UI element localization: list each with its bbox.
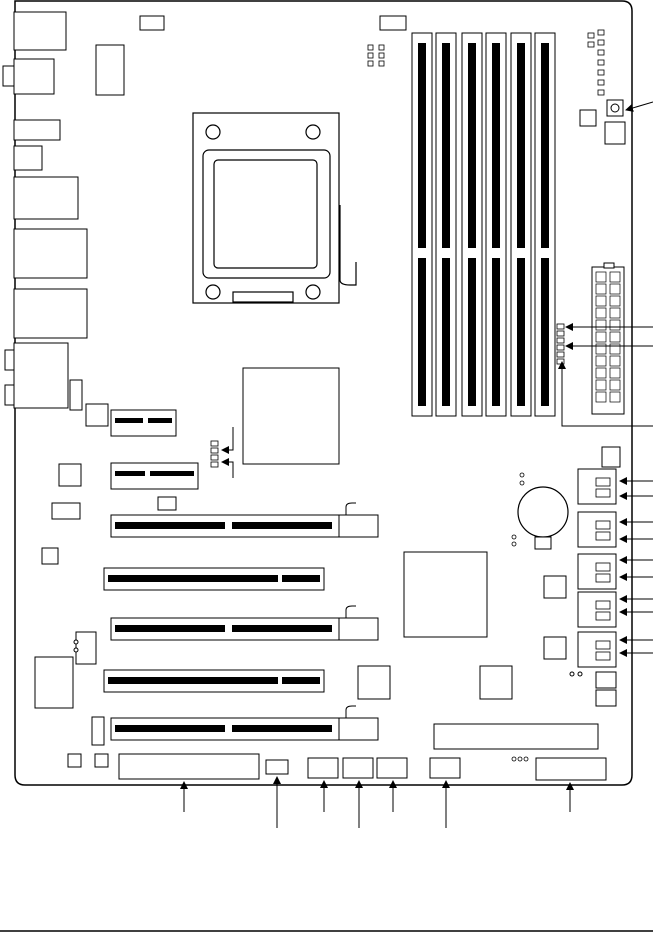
memory-slots [411,32,556,417]
lan-usb-stack-1 [13,228,88,279]
io-chip-1 [357,665,391,700]
ieee1394-header [429,757,461,779]
chip-left-large [34,656,74,709]
chip-right-2 [543,636,567,660]
led-display-1 [595,671,617,689]
rear-io-panel [2,11,88,409]
led-display-2 [595,689,617,707]
fan-header-top-right [604,121,626,145]
usb-stack-1 [13,58,55,95]
ide-connector [433,723,599,750]
atx-12v-connector [95,44,125,96]
callout-lines-right [558,101,653,657]
vertical-header-left [91,716,105,746]
ps2-port [13,11,67,51]
reset-button[interactable] [579,109,597,127]
usb-header-1 [307,757,339,779]
sys-fan-header-right [601,446,621,468]
usb-stack-2 [13,176,79,220]
sata-ports [577,468,617,668]
spdif-port [13,119,61,141]
lan-usb-stack-2 [13,288,88,339]
cmos-battery [517,486,569,538]
usb-header-2 [342,757,374,779]
chip-small-3 [41,547,59,565]
front-audio-header [69,379,83,411]
misc-left-components [34,379,109,768]
callout-lines-mid [221,427,234,478]
chip-small-2 [58,463,82,487]
pcie-x1-slots [110,409,199,490]
southbridge-chip [403,551,488,638]
chip-small-5 [94,753,109,768]
chip-right-1 [543,575,567,599]
cpu-socket [192,112,357,304]
debug-led-column [587,29,605,96]
board-outline [14,0,633,786]
slot-latches [339,502,379,741]
io-chip-2 [479,665,513,700]
spdif-header [265,759,289,775]
callout-lines-bottom [180,776,574,828]
northbridge-chip [242,367,340,465]
status-led-column [556,323,565,365]
coaxial-port [13,145,43,171]
chip-small-4 [67,753,82,768]
small-header-mid [157,496,177,511]
chip-small-1 [85,403,109,427]
header-vert-left [75,631,97,665]
floppy-connector [118,753,260,780]
sys-fan-header-top [379,15,407,31]
cpu-fan-header [139,15,165,31]
audio-jack-stack [13,342,69,409]
usb-header-3 [376,757,408,779]
front-panel-header [535,757,607,781]
fan-header-left [51,502,81,520]
atx-24pin-pins [595,271,621,403]
